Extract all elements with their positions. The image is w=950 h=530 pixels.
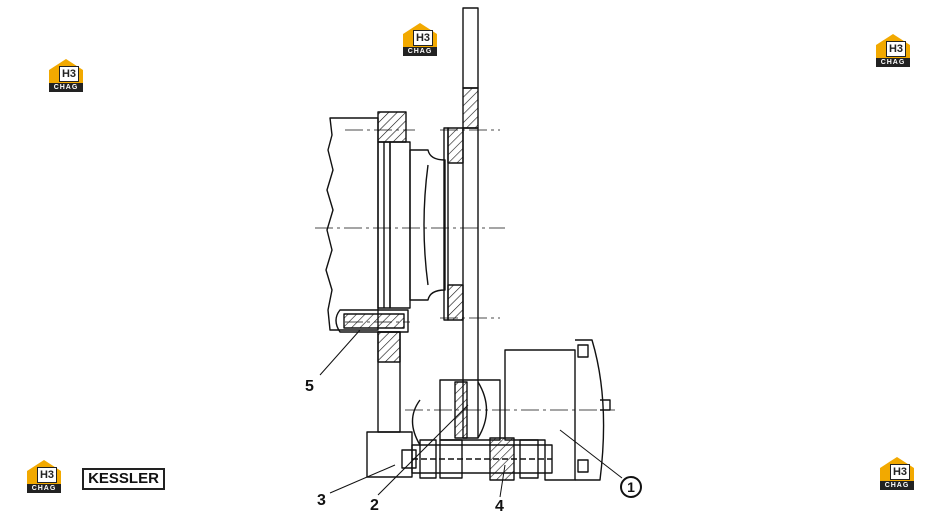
logo-chag-text: CHAG bbox=[27, 484, 61, 493]
callout-5: 5 bbox=[305, 378, 314, 395]
callout-4: 4 bbox=[495, 498, 504, 515]
logo-h3-text: H3 bbox=[886, 41, 906, 57]
housing-flange bbox=[377, 111, 407, 143]
brake-disc bbox=[462, 127, 479, 439]
watermark-logo: H3 CHAG bbox=[25, 459, 63, 493]
watermark-logo: H3 CHAG bbox=[401, 22, 439, 56]
watermark-logo: H3 CHAG bbox=[47, 58, 85, 92]
logo-h3-text: H3 bbox=[890, 464, 910, 480]
logo-h3-text: H3 bbox=[59, 66, 79, 82]
base-block bbox=[366, 431, 413, 478]
callout-2: 2 bbox=[370, 497, 379, 514]
logo-h3-text: H3 bbox=[37, 467, 57, 483]
caliper-body bbox=[504, 349, 576, 481]
kessler-label: KESSLER bbox=[82, 468, 165, 490]
brake-disc-top bbox=[462, 7, 479, 89]
hub bbox=[409, 149, 446, 301]
logo-chag-text: CHAG bbox=[876, 58, 910, 67]
logo-h3-text: H3 bbox=[413, 30, 433, 46]
callout-1: 1 bbox=[620, 476, 642, 498]
logo-chag-text: CHAG bbox=[49, 83, 83, 92]
housing bbox=[325, 117, 379, 331]
watermark-logo: H3 CHAG bbox=[874, 33, 912, 67]
logo-chag-text: CHAG bbox=[880, 481, 914, 490]
callout-3: 3 bbox=[317, 492, 326, 509]
logo-chag-text: CHAG bbox=[403, 47, 437, 56]
watermark-logo: H3 CHAG bbox=[878, 456, 916, 490]
